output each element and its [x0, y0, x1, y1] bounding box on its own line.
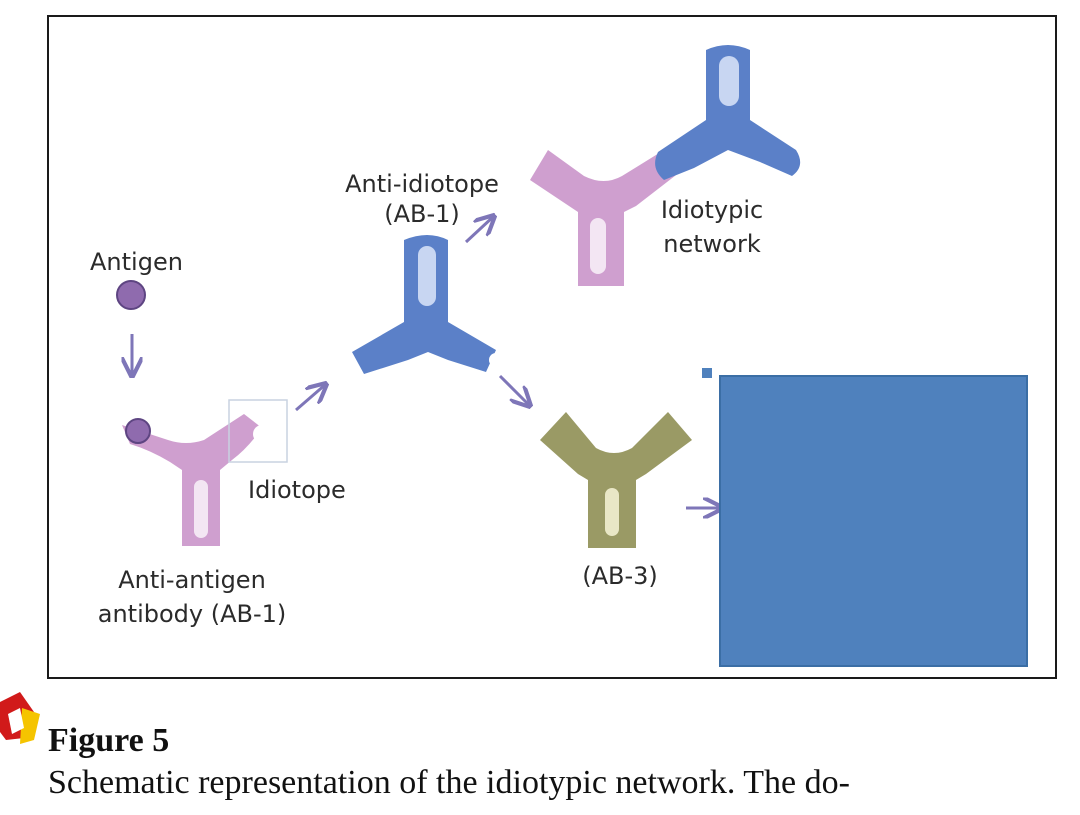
label-idiotypic-2: network: [663, 230, 761, 258]
figure-title: Figure 5: [48, 722, 170, 759]
idiotope-highlight-box: [228, 399, 288, 463]
anti-idiotope-antibody: [352, 235, 503, 374]
cover-rectangle: [719, 375, 1028, 667]
red-yellow-glyph-icon: [0, 692, 40, 744]
figure-caption: Schematic representation of the idiotypi…: [48, 764, 850, 801]
label-ab3: (AB-3): [582, 562, 658, 590]
arrow-to-anti-idiotope: [295, 384, 326, 412]
idiotypic-network-pink-antibody: [530, 150, 680, 286]
antigen-dot: [116, 280, 146, 310]
cover-handle: [702, 368, 712, 378]
label-anti-antigen-2: antibody (AB-1): [98, 600, 287, 628]
label-idiotypic-1: Idiotypic: [661, 196, 763, 224]
bound-antigen: [125, 418, 151, 444]
ab3-antibody: [540, 412, 692, 548]
arrow-to-ab3: [498, 374, 530, 406]
label-anti-idiotope-2: (AB-1): [384, 200, 460, 228]
anti-antigen-antibody: [122, 414, 271, 546]
label-anti-antigen-1: Anti-antigen: [118, 566, 266, 594]
label-antigen: Antigen: [90, 248, 183, 276]
arrow-to-network: [464, 216, 494, 244]
label-anti-idiotope-1: Anti-idiotope: [345, 170, 499, 198]
idiotypic-network-blue-antibody: [655, 45, 801, 180]
label-idiotope: Idiotope: [248, 476, 346, 504]
